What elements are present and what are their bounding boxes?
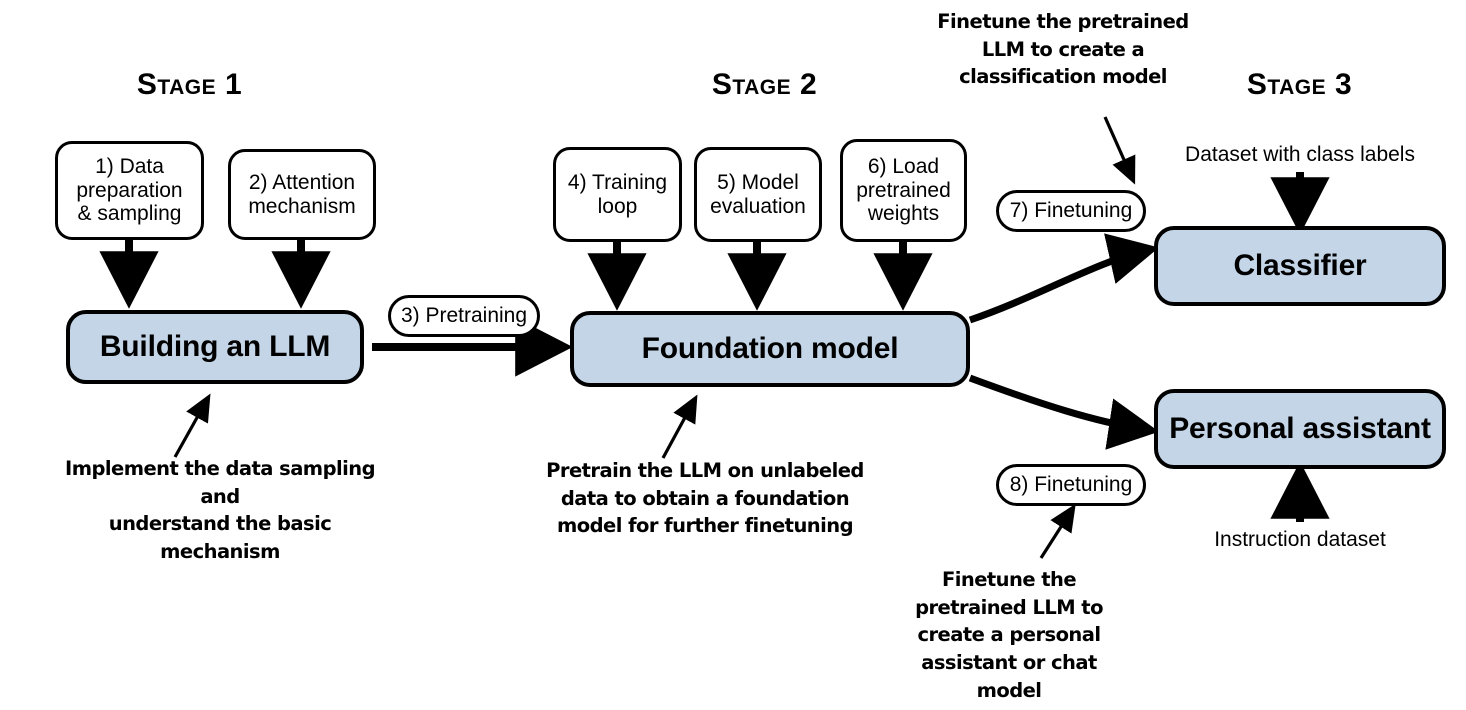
arrow-foundation-to-classifier: [968, 233, 1159, 324]
stage-title-2: Stage 2: [711, 68, 818, 101]
arrow-foundation-to-assistant: [968, 374, 1160, 450]
leader-foundation-annotation: [661, 394, 698, 459]
pill-pretraining[interactable]: 3) Pretraining: [388, 295, 540, 337]
main-box-personal-assistant[interactable]: Personal assistant: [1154, 389, 1446, 469]
step-box-attention-mechanism[interactable]: 2) Attention mechanism: [228, 149, 376, 240]
annotation-stage1: Implement the data sampling and understa…: [65, 457, 376, 564]
annotation-stage2: Pretrain the LLM on unlabeled data to ob…: [546, 459, 864, 538]
step-box-training-loop[interactable]: 4) Training loop: [553, 147, 682, 242]
step-box-data-preparation[interactable]: 1) Data preparation & sampling: [55, 141, 204, 240]
leader-classification-annotation: [1103, 116, 1136, 185]
step-box-model-evaluation[interactable]: 5) Model evaluation: [694, 147, 822, 242]
leader-llm-annotation: [173, 393, 211, 458]
leader-assistant-annotation: [1039, 503, 1076, 559]
annotation-classification: Finetune the pretrained LLM to create a …: [937, 10, 1189, 89]
label-dataset-with-class-labels: Dataset with class labels: [1185, 143, 1415, 166]
pill-finetuning-assistant[interactable]: 8) Finetuning: [996, 464, 1146, 506]
step-box-load-pretrained-weights[interactable]: 6) Load pretrained weights: [840, 139, 967, 242]
main-box-foundation-model[interactable]: Foundation model: [570, 311, 970, 387]
stage-title-3: Stage 3: [1246, 68, 1353, 101]
annotation-personal-assistant: Finetune the pretrained LLM to create a …: [915, 568, 1103, 702]
stage-title-1: Stage 1: [136, 68, 243, 101]
pill-finetuning-classifier[interactable]: 7) Finetuning: [996, 190, 1146, 232]
main-box-building-an-llm[interactable]: Building an LLM: [66, 310, 364, 384]
label-instruction-dataset: Instruction dataset: [1214, 528, 1386, 551]
main-box-classifier[interactable]: Classifier: [1154, 226, 1446, 306]
